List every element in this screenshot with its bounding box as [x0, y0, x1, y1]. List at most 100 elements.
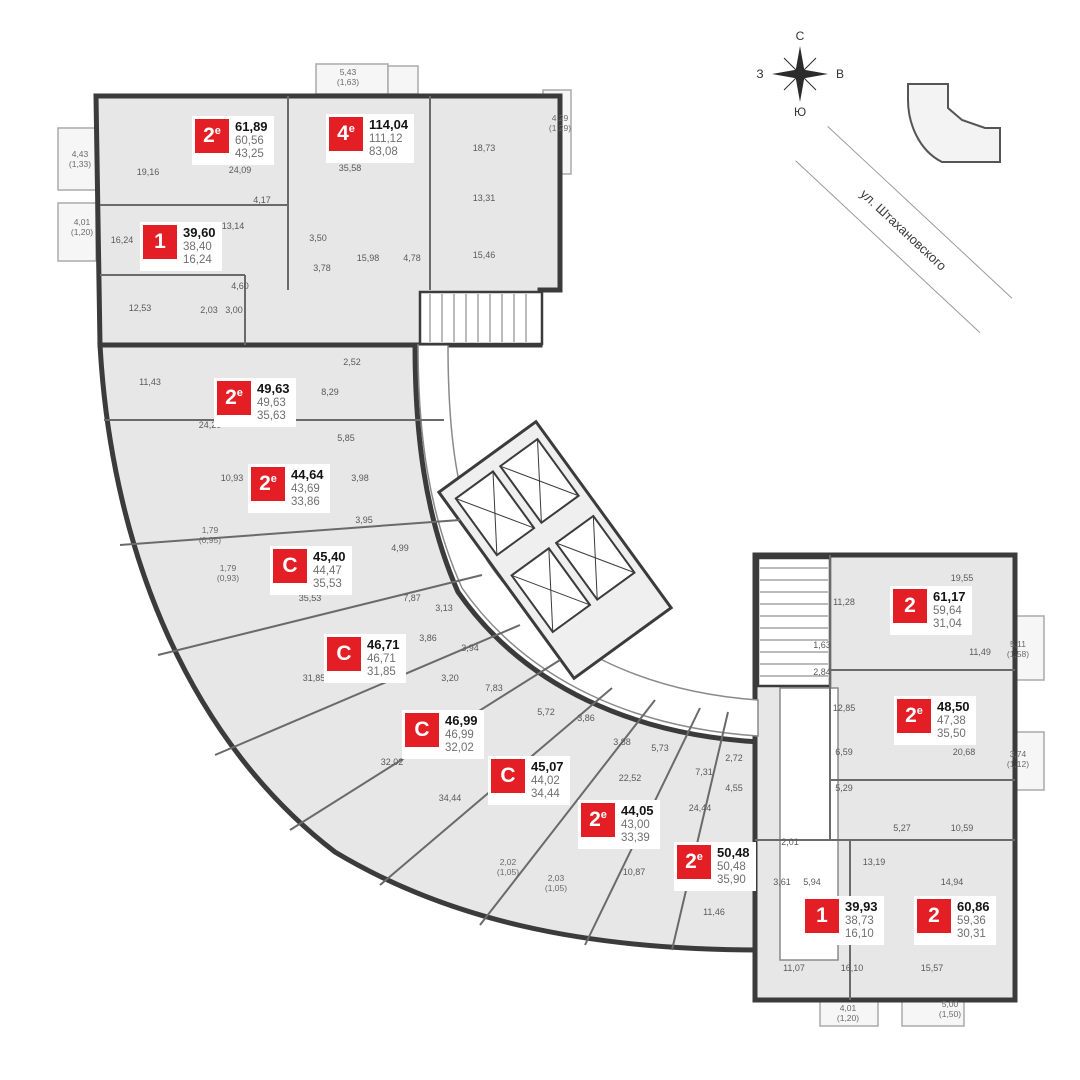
dimension-label: 2,52 — [343, 357, 361, 367]
building-minimap — [907, 83, 1001, 163]
compass-east-label: В — [835, 67, 845, 81]
dimension-label: 3,50 — [309, 233, 327, 243]
dimension-label: 3,78 — [313, 263, 331, 273]
apartment-type-badge: С — [491, 759, 525, 793]
dimension-label: 13,31 — [472, 193, 496, 203]
balcony-dimension-label: 5,43(1,63) — [336, 67, 360, 87]
dimension-label: 24,09 — [228, 165, 252, 175]
balcony-dimension-label: 4,43(1,33) — [68, 149, 92, 169]
dimension-label: 6,59 — [835, 747, 853, 757]
dimension-label: 11,46 — [703, 907, 725, 917]
dimension-label: 35,53 — [298, 593, 322, 603]
stairs-top — [418, 290, 544, 346]
dimension-label: 10,93 — [220, 473, 244, 483]
dimension-label: 15,46 — [472, 250, 496, 260]
stairs-right — [756, 556, 832, 688]
dimension-label: 15,98 — [356, 253, 380, 263]
balcony-dimension-label: 3,74(1,12) — [1006, 749, 1030, 769]
dimension-label: 5,29 — [835, 783, 853, 793]
dimension-label: 13,14 — [221, 221, 245, 231]
dimension-label: 16,10 — [840, 963, 864, 973]
apartment-type-badge: 2 — [893, 589, 927, 623]
dimension-label: 11,49 — [969, 647, 991, 657]
dimension-label: 4,60 — [231, 281, 249, 291]
partition-walls — [100, 96, 1015, 1000]
dimension-label: 3,86 — [577, 713, 595, 723]
dimension-label: 4,99 — [391, 543, 409, 553]
balcony-dimension-label: 1,79(0,93) — [216, 563, 240, 583]
dimension-label: 19,16 — [136, 167, 160, 177]
balcony-dimension-label: 5,11(1,58) — [1006, 639, 1030, 659]
dimension-label: 11,43 — [139, 377, 161, 387]
dimension-label: 16,24 — [110, 235, 134, 245]
dimension-label: 7,31 — [695, 767, 713, 777]
dimension-label: 2,01 — [781, 837, 799, 847]
dimension-label: 3,94 — [461, 643, 479, 653]
dimension-label: 3,61 — [773, 877, 791, 887]
compass-icon — [772, 46, 828, 102]
apartment-type-badge: 1 — [143, 225, 177, 259]
dimension-label: 1,63 — [813, 640, 831, 650]
dimension-label: 12,53 — [128, 303, 152, 313]
dimension-label: 10,87 — [622, 867, 646, 877]
compass-west-label: З — [756, 67, 764, 81]
apartment-type-badge: С — [327, 637, 361, 671]
dimension-label: 3,98 — [351, 473, 369, 483]
balcony-dimension-label: 4,01(1,20) — [836, 1003, 860, 1023]
dimension-label: 32,02 — [380, 757, 404, 767]
dimension-label: 7,87 — [403, 593, 421, 603]
dimension-label: 4,17 — [253, 195, 271, 205]
dimension-label: 3,95 — [355, 515, 373, 525]
dimension-label: 18,73 — [472, 143, 496, 153]
dimension-label: 5,72 — [537, 707, 555, 717]
dimension-label: 4,55 — [725, 783, 743, 793]
balcony-dimension-label: 2,02(1,05) — [496, 857, 520, 877]
elevator-core — [436, 419, 674, 681]
dimension-label: 3,13 — [435, 603, 453, 613]
dimension-label: 8,29 — [321, 387, 339, 397]
dimension-label: 2,84 — [813, 667, 831, 677]
balcony-dimension-label: 4,29(1,29) — [548, 113, 572, 133]
dimension-label: 5,27 — [893, 823, 911, 833]
dimension-label: 5,94 — [803, 877, 821, 887]
dimension-label: 3,20 — [441, 673, 459, 683]
dimension-label: 14,94 — [940, 877, 964, 887]
dimension-label: 35,58 — [338, 163, 362, 173]
apartment-type-badge: С — [273, 549, 307, 583]
dimension-label: 24,20 — [198, 420, 222, 430]
dimension-label: 5,73 — [651, 743, 669, 753]
dimension-label: 13,19 — [862, 857, 886, 867]
dimension-label: 12,85 — [832, 703, 856, 713]
dimension-label: 22,52 — [618, 773, 642, 783]
